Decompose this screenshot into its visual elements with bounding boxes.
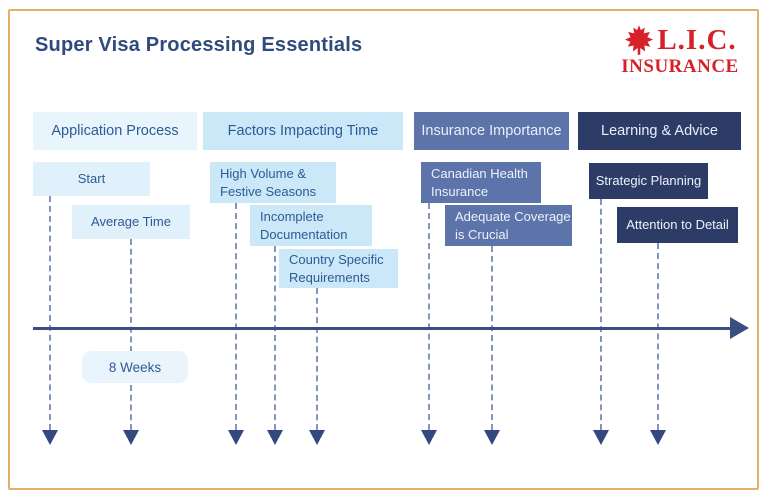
down-arrowhead-icon bbox=[309, 430, 325, 445]
timeline-arrowhead-icon bbox=[730, 317, 749, 339]
dashed-connector bbox=[235, 203, 237, 430]
duration-badge: 8 Weeks bbox=[82, 351, 188, 383]
down-arrowhead-icon bbox=[484, 430, 500, 445]
down-arrowhead-icon bbox=[228, 430, 244, 445]
header-factors-impacting-time: Factors Impacting Time bbox=[203, 112, 403, 150]
step-attention-to-detail: Attention to Detail bbox=[617, 207, 738, 243]
lic-insurance-logo: L.I.C. INSURANCE bbox=[610, 24, 750, 76]
down-arrowhead-icon bbox=[123, 430, 139, 445]
step-incomplete-documentation: Incomplete Documentation bbox=[250, 205, 372, 246]
step-canadian-health-insurance: Canadian Health Insurance bbox=[421, 162, 541, 203]
step-start: Start bbox=[33, 162, 150, 196]
dashed-connector bbox=[49, 196, 51, 430]
dashed-connector bbox=[130, 239, 132, 430]
logo-text-insurance: INSURANCE bbox=[621, 56, 739, 77]
down-arrowhead-icon bbox=[267, 430, 283, 445]
dashed-connector bbox=[657, 243, 659, 430]
down-arrowhead-icon bbox=[42, 430, 58, 445]
page-title: Super Visa Processing Essentials bbox=[35, 34, 363, 56]
header-learning-advice: Learning & Advice bbox=[578, 112, 741, 150]
logo-text-lic: L.I.C. bbox=[657, 23, 737, 56]
dashed-connector bbox=[600, 199, 602, 430]
step-average-time: Average Time bbox=[72, 205, 190, 239]
header-application-process: Application Process bbox=[33, 112, 197, 150]
header-insurance-importance: Insurance Importance bbox=[414, 112, 569, 150]
step-adequate-coverage-crucial: Adequate Coverage is Crucial bbox=[445, 205, 572, 246]
dashed-connector bbox=[274, 246, 276, 430]
down-arrowhead-icon bbox=[650, 430, 666, 445]
dashed-connector bbox=[428, 203, 430, 430]
step-country-specific-requirements: Country Specific Requirements bbox=[279, 249, 398, 288]
timeline-axis bbox=[33, 327, 733, 330]
dashed-connector bbox=[491, 246, 493, 430]
dashed-connector bbox=[316, 288, 318, 430]
step-high-volume-festive-seasons: High Volume & Festive Seasons bbox=[210, 162, 336, 203]
maple-leaf-icon bbox=[625, 25, 654, 55]
down-arrowhead-icon bbox=[421, 430, 437, 445]
step-strategic-planning: Strategic Planning bbox=[589, 163, 708, 199]
down-arrowhead-icon bbox=[593, 430, 609, 445]
